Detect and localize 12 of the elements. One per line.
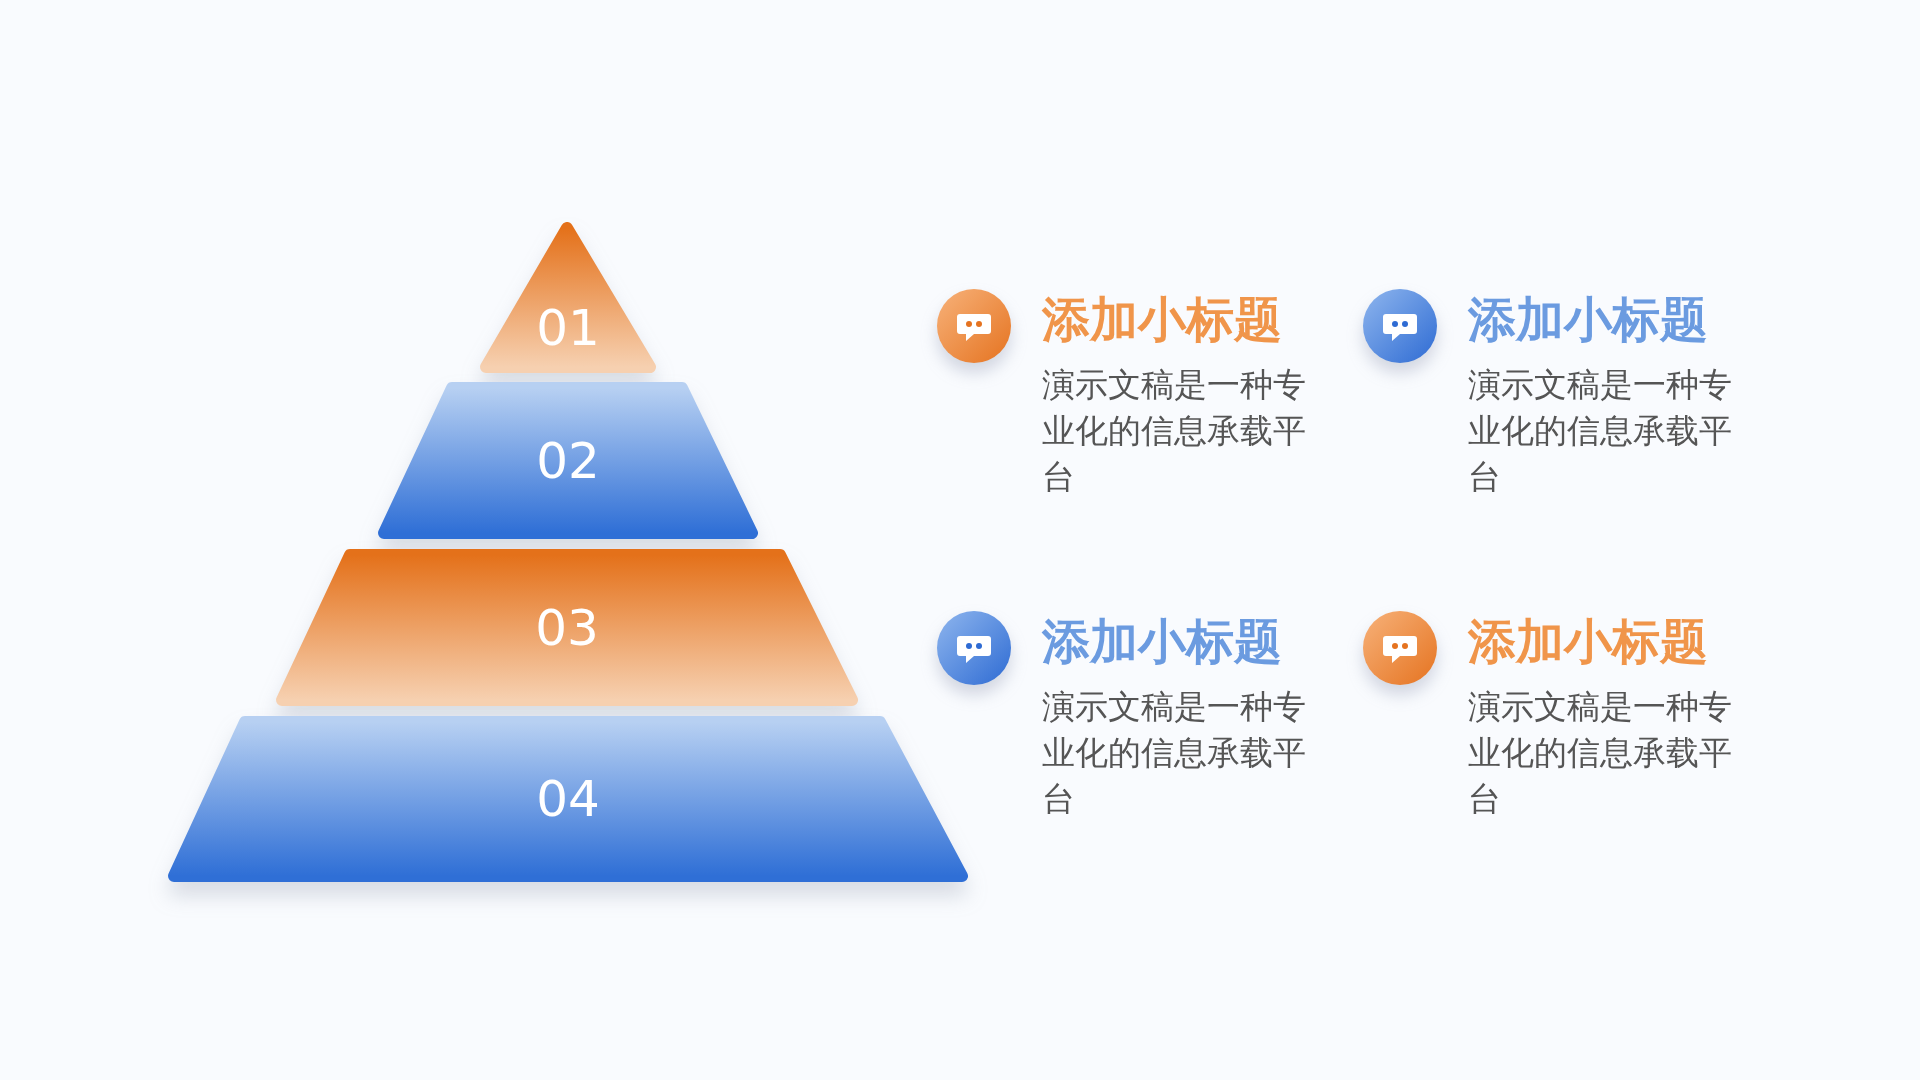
layer-number: 01 <box>535 297 601 358</box>
description-text: 演示文稿是一种专业化的信息承载平台 <box>1042 364 1307 498</box>
description-text: 演示文稿是一种专业化的信息承载平台 <box>1042 686 1307 820</box>
layer-number: 02 <box>535 430 601 491</box>
subtitle-heading: 添加小标题 <box>1468 290 1708 349</box>
subtitle-heading: 添加小标题 <box>1042 290 1282 349</box>
description-text: 演示文稿是一种专业化的信息承载平台 <box>1468 364 1733 498</box>
description-text: 演示文稿是一种专业化的信息承载平台 <box>1468 686 1733 820</box>
layer-number: 03 <box>534 597 600 658</box>
layer-number: 04 <box>535 769 601 829</box>
subtitle-heading: 添加小标题 <box>1042 612 1282 671</box>
subtitle-heading: 添加小标题 <box>1468 612 1708 671</box>
